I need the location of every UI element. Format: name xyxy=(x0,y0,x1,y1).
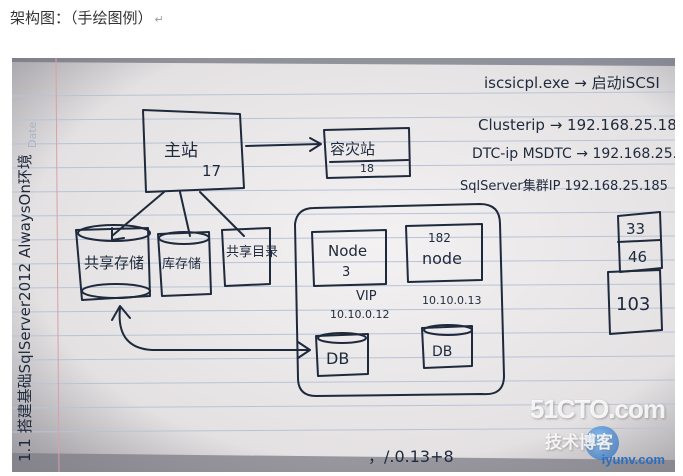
node-b-number: 182 xyxy=(428,231,451,245)
page-caption: 架构图：（手绘图例）↵ xyxy=(10,7,164,28)
dr-site-number: 18 xyxy=(360,162,374,175)
note-line-1: iscsicpl.exe → 启动iSCSI xyxy=(484,74,660,92)
ruled-lines xyxy=(12,91,675,433)
primary-site-label: 主站 xyxy=(164,141,198,161)
date-stamp: Date xyxy=(26,121,39,148)
primary-to-dr-arrowhead xyxy=(309,137,322,152)
note-line-2: Clusterip → 192.168.25.183 xyxy=(478,116,675,134)
note-line-3: DTC-ip MSDTC → 192.168.25.18 xyxy=(472,146,675,162)
db-arrowhead xyxy=(297,341,311,359)
architecture-sketch-photo: 1.1 搭建基础SqlServer2012 AlwaysOn环境 xyxy=(12,58,675,472)
watermark-main: 51CTO.com xyxy=(529,394,666,424)
shared-storage-bottom xyxy=(81,283,151,299)
node-a-box xyxy=(311,229,387,287)
storage-to-db-link xyxy=(118,307,309,351)
db-right-box xyxy=(421,325,473,369)
node-a-label: Node xyxy=(328,242,367,260)
ink-strokes xyxy=(75,109,663,397)
primary-to-dr-arrow xyxy=(245,143,321,147)
margin-box-top xyxy=(617,211,663,273)
vip-label: VIP xyxy=(356,289,377,304)
db-left-box xyxy=(315,333,369,377)
bottom-note: ，/.0.13+8 xyxy=(368,447,454,466)
margin-figure-top: 33 xyxy=(626,220,645,238)
cluster-container xyxy=(294,203,505,397)
node-b-box xyxy=(405,223,483,283)
margin-box-bottom xyxy=(607,269,663,335)
db-left-top xyxy=(317,332,367,344)
file-share-label: 共享目录 xyxy=(226,244,278,260)
link-replica-db xyxy=(179,191,191,237)
ip-notes: iscsicpl.exe → 启动iSCSI Clusterip → 192.1… xyxy=(460,74,675,194)
shared-storage-top xyxy=(77,224,151,242)
photo-bottom-edge xyxy=(12,453,675,472)
db-right-label: DB xyxy=(432,344,452,360)
photo-top-edge xyxy=(12,58,675,66)
node-b-label: node xyxy=(422,249,462,268)
primary-site-box xyxy=(142,109,245,193)
dr-site-label: 容灾站 xyxy=(330,140,375,158)
replica-db-top xyxy=(158,231,210,245)
db-right-top xyxy=(423,324,473,336)
shared-storage-box xyxy=(75,227,151,301)
ip-left-label: 10.10.0.12 xyxy=(330,308,389,321)
replica-db-label: 库存储 xyxy=(162,256,201,272)
dr-site-underline xyxy=(329,159,409,163)
margin-figure-bottom: 103 xyxy=(616,294,650,315)
paper-background xyxy=(12,58,675,472)
caption-text: 架构图：（手绘图例） xyxy=(10,9,153,27)
side-note: 1.1 搭建基础SqlServer2012 AlwaysOn环境 xyxy=(16,154,34,462)
primary-site-number: 17 xyxy=(202,162,221,180)
watermark-url: iyunv.com xyxy=(601,452,665,467)
node-a-number: 3 xyxy=(342,265,350,280)
storage-arrowhead xyxy=(111,305,131,321)
db-left-label: DB xyxy=(326,349,349,368)
watermark-logo-icon xyxy=(585,426,619,460)
ip-right-label: 10.10.0.13 xyxy=(422,294,481,307)
sketch-canvas: 1.1 搭建基础SqlServer2012 AlwaysOn环境 xyxy=(12,58,675,472)
file-share-box xyxy=(221,227,271,287)
watermark-sub: 技术博客 xyxy=(545,433,613,452)
dr-site-box xyxy=(323,127,411,179)
margin-box-divider xyxy=(617,239,661,243)
margin-line xyxy=(55,58,60,472)
note-line-4: SqlServer集群IP 192.168.25.185 xyxy=(460,178,668,194)
margin-figure-mid: 46 xyxy=(628,248,647,266)
shared-storage-label: 共享存储 xyxy=(84,254,144,272)
return-mark: ↵ xyxy=(154,13,164,26)
